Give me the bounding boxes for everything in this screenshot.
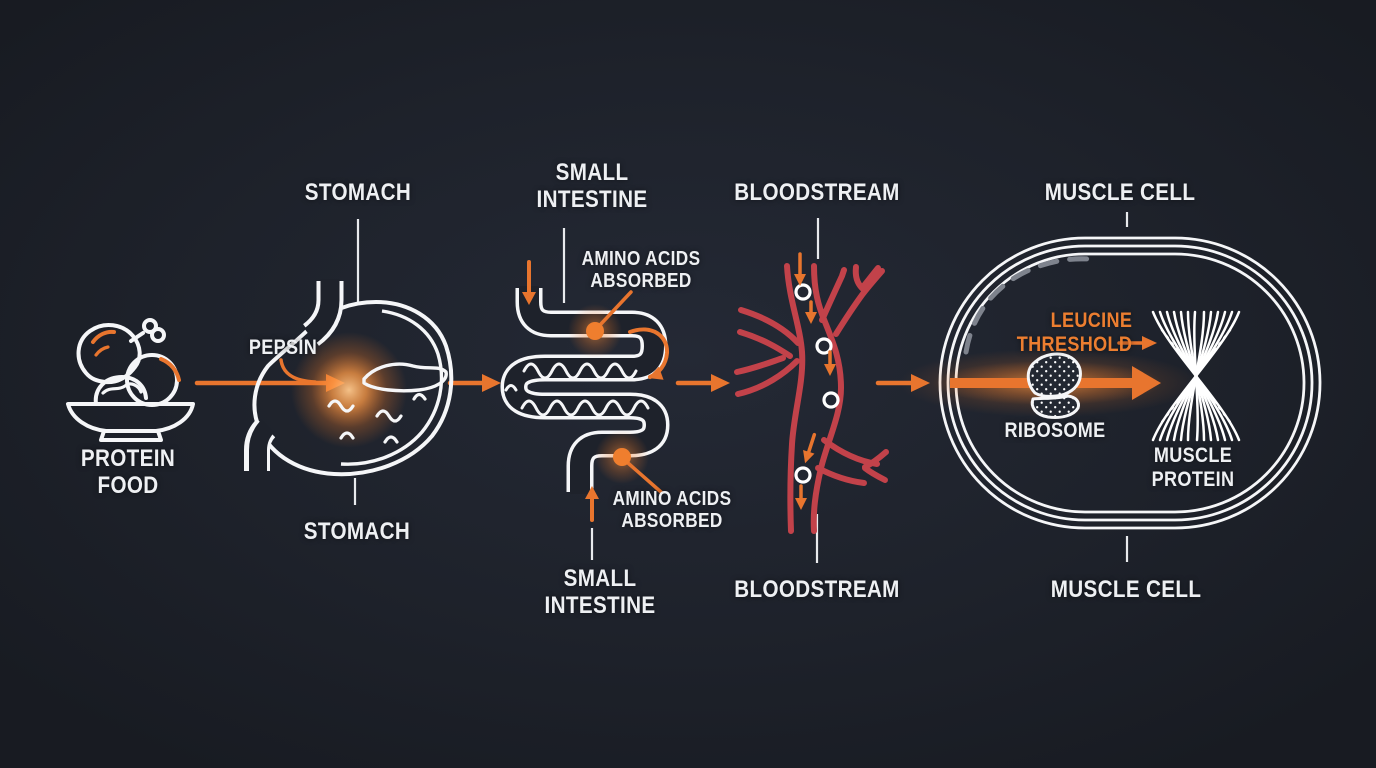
- label-connector-lines: [353, 212, 1129, 563]
- leucine-threshold-arrow: [1117, 336, 1157, 350]
- leucine-threshold-label: LEUCINE THRESHOLD: [1016, 309, 1132, 356]
- amino-acids-absorbed-bottom-label: AMINO ACIDS ABSORBED: [612, 488, 732, 533]
- protein-food-label: PROTEIN FOOD: [80, 445, 176, 499]
- bloodstream-bottom-label: BLOODSTREAM: [734, 576, 900, 603]
- pepsin-label: PEPSIN: [248, 336, 318, 359]
- stomach-icon: [244, 279, 454, 477]
- dashed-membrane-arc: [963, 256, 1091, 355]
- muscle-protein-label: MUSCLE PROTEIN: [1151, 444, 1235, 491]
- small-intestine-bottom-label: SMALL INTESTINE: [544, 565, 656, 619]
- muscle-cell-top-label: MUSCLE CELL: [1044, 179, 1196, 206]
- blood-vessel-icon: [734, 252, 889, 534]
- amino-acids-absorbed-top-label: AMINO ACIDS ABSORBED: [581, 248, 701, 293]
- plate-with-chicken-icon: [66, 318, 195, 442]
- bloodstream-top-label: BLOODSTREAM: [734, 179, 900, 206]
- intestine-icon: [500, 260, 670, 522]
- muscle-fiber-icon: [1151, 310, 1241, 442]
- muscle-cell-bottom-label: MUSCLE CELL: [1050, 576, 1202, 603]
- stomach-bottom-label: STOMACH: [303, 518, 411, 545]
- stomach-top-label: STOMACH: [304, 179, 412, 206]
- small-intestine-top-label: SMALL INTESTINE: [536, 159, 648, 213]
- ribosome-label: RIBOSOME: [1004, 419, 1106, 442]
- ribosome-icon: [1026, 352, 1082, 419]
- stomach-glow: [291, 332, 407, 448]
